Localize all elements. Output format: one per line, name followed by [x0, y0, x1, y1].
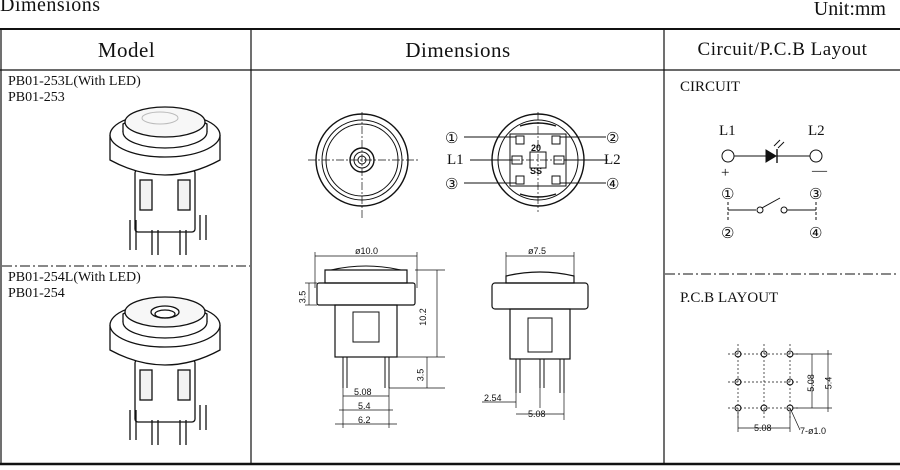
pcb-hole-note: 7-ø1.0 [800, 426, 827, 436]
side-view-small [482, 252, 589, 420]
circuit-title: CIRCUIT [680, 79, 740, 95]
circuit-pin-2: ② [721, 226, 735, 242]
pcb-dim-v2: 5.4 [823, 376, 834, 390]
dim-width-10: ø10.0 [355, 246, 379, 256]
circuit-pin-4: ④ [809, 226, 823, 242]
dim-pitch-54: 5.4 [358, 401, 371, 411]
circuit-pin-1: ① [721, 187, 735, 203]
header-dimensions: Dimensions [405, 37, 511, 62]
dim-pitch-small: 5.08 [528, 409, 546, 419]
dim-pitch-62: 6.2 [358, 415, 371, 425]
circuit-plus: + [721, 165, 730, 181]
pcb-title: P.C.B LAYOUT [680, 290, 779, 306]
header-circuit: Circuit/P.C.B Layout [697, 39, 868, 60]
led-label-l2: L2 [604, 152, 621, 168]
dim-pitch-508: 5.08 [354, 387, 372, 397]
dim-offset-254: 2.54 [484, 393, 502, 403]
led-label-l1: L1 [447, 152, 464, 168]
model-name-2b: PB01-254 [8, 286, 65, 301]
page-title: Dimensions [0, 0, 101, 16]
dim-lead-length: 3.5 [415, 368, 426, 382]
circuit-l2: L2 [808, 123, 825, 139]
product-illustration-1 [109, 106, 221, 255]
dim-width-75: ø7.5 [528, 246, 547, 256]
product-illustration-2 [109, 296, 221, 445]
pcb-dim-v1: 5.08 [805, 374, 816, 392]
pcb-dim-h: 5.08 [754, 423, 772, 433]
circuit-l1: L1 [719, 123, 736, 139]
marking-bottom: SS [530, 166, 543, 176]
side-view-large [305, 252, 445, 428]
model-name-1: PB01-253L(With LED) [8, 74, 141, 89]
marking-top: 20 [531, 143, 542, 153]
pcb-layout-diagram [728, 344, 832, 432]
dim-total-height: 10.2 [417, 308, 428, 326]
circuit-minus: — [812, 163, 827, 179]
unit-label: Unit:mm [813, 0, 886, 20]
top-view-drawing [464, 112, 610, 212]
model-name-1b: PB01-253 [8, 90, 65, 105]
header-model: Model [97, 37, 156, 62]
front-view-drawing [308, 112, 418, 218]
circuit-diagram [721, 139, 823, 222]
callout-1: ① [445, 131, 459, 147]
model-name-2: PB01-254L(With LED) [8, 270, 141, 285]
circuit-pin-3: ③ [809, 187, 823, 203]
callout-3: ③ [445, 177, 459, 193]
dim-cap-height: 3.5 [297, 290, 308, 304]
callout-4: ④ [606, 177, 620, 193]
callout-2: ② [606, 131, 620, 147]
